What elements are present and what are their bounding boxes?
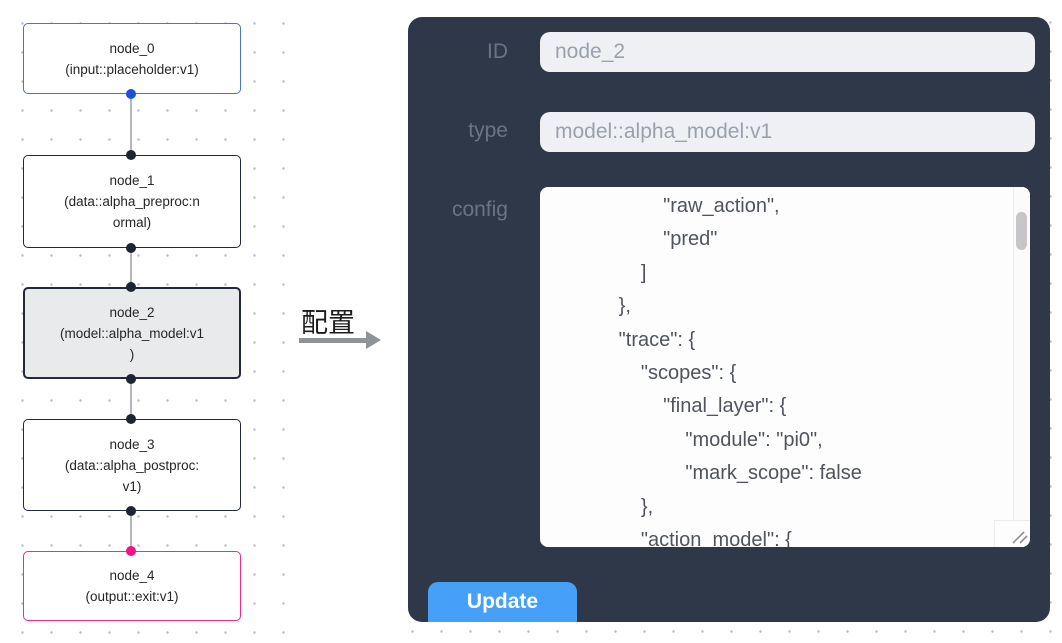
edge-node_1-node_2 [130,248,132,287]
node-node_1[interactable]: node_1 (data::alpha_preproc:n ormal) [23,155,241,248]
node-label-line: node_1 [109,173,155,188]
node-label-line: (data::alpha_postproc: [64,457,200,473]
port-output-node_1[interactable] [126,243,136,253]
edge-node_0-node_1 [130,94,132,155]
resize-corner [994,520,1030,547]
edge-node_3-node_4 [130,511,132,551]
port-output-node_2[interactable] [126,374,136,384]
edge-node_2-node_3 [130,379,132,419]
config-scrollbar-thumb[interactable] [1016,212,1027,250]
config-panel: ID type config "raw_action", "pred" ] },… [408,17,1050,622]
flow-canvas[interactable]: node_0 (input::placeholder:v1) node_1 (d… [0,0,292,643]
node-node_2-selected[interactable]: node_2 (model::alpha_model:v1 ) [23,287,241,379]
id-field-label: ID [487,40,508,63]
update-button[interactable]: Update [428,582,577,622]
config-scrollbar[interactable] [1013,187,1030,520]
id-input[interactable] [540,32,1035,72]
node-label-line: (data::alpha_preproc:n [64,194,200,209]
port-input-node_2[interactable] [126,282,136,292]
node-label-line: ) [129,346,135,362]
arrow-right-icon [366,331,381,349]
node-label-line: ormal) [112,215,152,230]
port-input-node_3[interactable] [126,414,136,424]
port-input-node_1[interactable] [126,150,136,160]
type-field-label: type [468,119,508,142]
config-json-text: "raw_action", "pred" ] }, "trace": { "sc… [618,195,862,547]
arrow-right-icon [299,338,367,343]
node-label-line: node_0 [109,40,155,56]
node-node_0[interactable]: node_0 (input::placeholder:v1) [23,23,241,94]
node-label-line: (output::exit:v1) [85,589,179,604]
port-input-node_4[interactable] [126,546,136,556]
node-label-line: node_2 [109,304,155,320]
resize-handle-icon[interactable] [1011,530,1028,544]
node-node_3[interactable]: node_3 (data::alpha_postproc: v1) [23,419,241,511]
node-node_4[interactable]: node_4 (output::exit:v1) [23,551,241,621]
port-output-node_0[interactable] [126,89,136,99]
config-textarea[interactable]: "raw_action", "pred" ] }, "trace": { "sc… [540,187,1030,547]
node-label-line: (input::placeholder:v1) [65,61,199,77]
node-label-line: (model::alpha_model:v1 [59,325,205,341]
node-label-line: v1) [122,478,142,494]
annotation-label: 配置 [301,308,355,338]
node-label-line: node_4 [109,568,155,583]
node-label-line: node_3 [109,436,155,452]
port-output-node_3[interactable] [126,506,136,516]
type-input[interactable] [540,112,1035,152]
config-field-label: config [451,198,508,221]
